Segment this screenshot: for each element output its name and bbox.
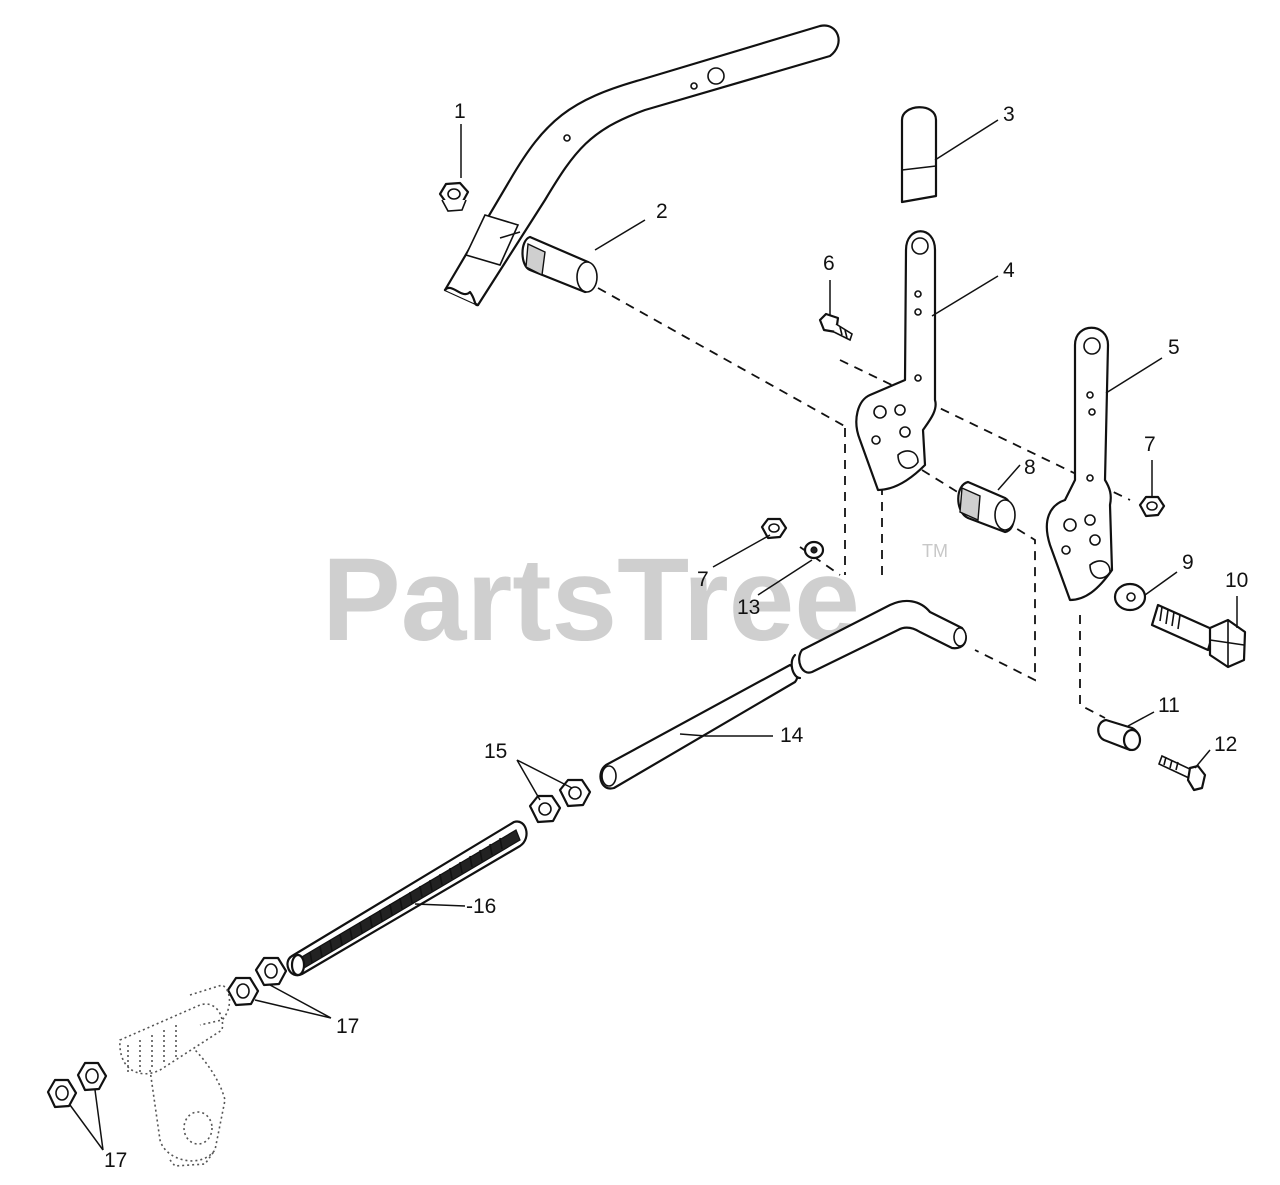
callout-8: 8: [1024, 456, 1036, 479]
washer-9: [1113, 582, 1147, 612]
callout-11: 11: [1158, 694, 1180, 717]
lift-handle: [443, 24, 840, 307]
lift-rod-14: [599, 599, 967, 790]
callout-6: 6: [823, 252, 835, 275]
spacer-11: [1097, 718, 1142, 752]
callout-2: 2: [656, 200, 668, 223]
bushing-2: [521, 235, 598, 294]
callout-17-middle: 17: [336, 1015, 359, 1038]
grip-3: [900, 106, 938, 204]
shoulder-bolt-10: [1150, 603, 1247, 669]
callout-7-left: 7: [697, 568, 709, 591]
bolt-6: [818, 312, 853, 342]
lift-arm-left-4: [855, 230, 937, 492]
bolt-12: [1157, 754, 1207, 792]
trunnion-reference: [119, 984, 231, 1167]
callout-17-lower: 17: [104, 1149, 127, 1172]
callout-5: 5: [1168, 336, 1180, 359]
hex-nuts-17-middle: [226, 956, 288, 1007]
callout-12: 12: [1214, 733, 1237, 756]
callout-7-right: 7: [1144, 433, 1156, 456]
callouts: 1 2 3 4 5 6 7 7 8 9 10 11 12 13 14 15 -1…: [104, 100, 1248, 1172]
callout-14: 14: [780, 724, 804, 747]
callout-15: 15: [484, 740, 507, 763]
hex-nuts-15: [528, 778, 592, 824]
watermark-trademark: TM: [922, 541, 948, 561]
hex-nuts-17-lower: [46, 1061, 108, 1109]
callout-4: 4: [1003, 259, 1015, 282]
leader-lines: [69, 119, 1238, 1151]
washer-13: [803, 540, 825, 560]
threaded-rod-16: [286, 820, 528, 977]
callout-10: 10: [1225, 569, 1248, 592]
lift-arm-right-5: [1045, 326, 1114, 602]
callout-9: 9: [1182, 551, 1194, 574]
hex-nut-1: [438, 181, 470, 212]
callout-1: 1: [454, 100, 466, 123]
watermark-logo: PartsTree: [322, 534, 860, 666]
hex-nut-7-right: [1138, 495, 1166, 518]
hex-nut-7-left: [760, 517, 788, 540]
callout-16: -16: [466, 895, 496, 918]
callout-3: 3: [1003, 103, 1015, 126]
spacer-8: [957, 480, 1016, 534]
callout-13: 13: [737, 596, 760, 619]
